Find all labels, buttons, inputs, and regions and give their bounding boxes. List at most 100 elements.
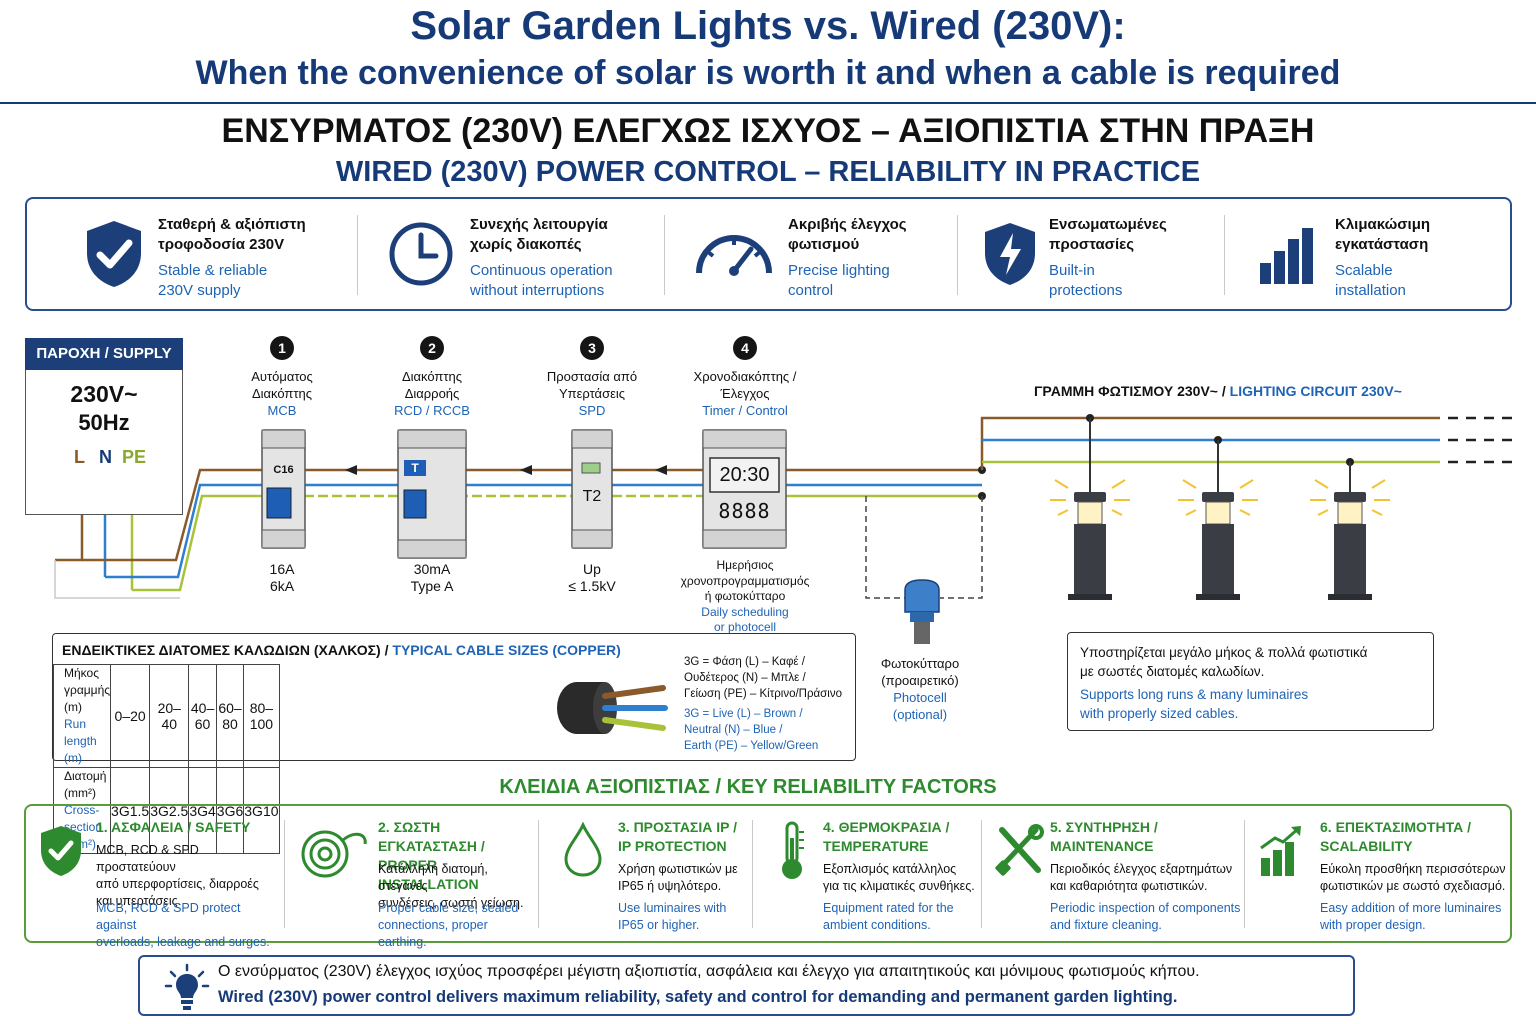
factor-divider — [284, 820, 285, 928]
bar-chart-icon — [1260, 228, 1313, 284]
wire-color-legend: 3G = Φάση (L) – Καφέ /Ουδέτερος (N) – Μπ… — [684, 656, 842, 752]
table-cell: 0–20 — [110, 664, 151, 768]
table-cell: 3G2.5 — [149, 767, 190, 854]
table-cell: 80–100 — [243, 664, 280, 768]
factor-title: 1. ΑΣΦΑΛΕΙΑ / SAFETY — [96, 819, 251, 835]
gauge-icon — [696, 235, 772, 276]
factor-scalability: 6. ΕΠΕΚΤΑΣΙΜΟΤΗΤΑ /SCALABILITY Εύκολη πρ… — [1245, 806, 1510, 941]
spd-device — [571, 429, 613, 549]
greek-heading: ΕΝΣΥΡΜΑΤΟΣ (230V) ΕΛΕΓΧΩΣ ΙΣΧΥΟΣ – ΑΞΙΟΠ… — [221, 112, 1315, 150]
row-header-length: Μήκος γραμμής (m)Run length (m) — [52, 664, 112, 768]
step-badge-2: 2 — [420, 336, 444, 360]
table-cell: 60–80 — [215, 664, 245, 768]
cable-illustration — [557, 682, 668, 734]
factor-temperature: 4. ΘΕΡΜΟΚΡΑΣΙΑ /TEMPERATURE Εξοπλισμός κ… — [753, 806, 981, 941]
mcb-face-label: C16 — [273, 464, 294, 476]
summary-banner: Ο ενσύρματος (230V) έλεγχος ισχύος προσφ… — [138, 955, 1355, 1016]
benefit-divider — [1224, 215, 1225, 295]
benefit-divider — [957, 215, 958, 295]
rcd-device — [397, 429, 467, 559]
factor-maintenance: 5. ΣΥΝΤΗΡΗΣΗ /MAINTENANCE Περιοδικός έλε… — [982, 806, 1244, 941]
spd-specs: Up≤ 1.5kV — [568, 561, 616, 594]
photocell-label: Φωτοκύτταρο(προαιρετικό) Photocell(optio… — [880, 656, 960, 722]
supply-frequency: 50Hz — [78, 410, 130, 435]
long-run-note-greek: Υποστηρίζεται μεγάλο μήκος & πολλά φωτισ… — [1080, 645, 1368, 679]
step-badge-3: 3 — [580, 336, 604, 360]
table-cell: 3G10 — [243, 767, 280, 854]
factor-title: 2. ΣΩΣΤΗ ΕΓΚΑΤΑΣΤΑΣΗ /PROPER INSTALLATIO… — [378, 819, 485, 892]
shield-check-icon — [87, 221, 141, 287]
live-label: L — [74, 447, 85, 467]
factor-installation: 2. ΣΩΣΤΗ ΕΓΚΑΤΑΣΤΑΣΗ /PROPER INSTALLATIO… — [285, 806, 538, 949]
earth-label: PE — [122, 447, 147, 467]
bollard-light — [1178, 479, 1258, 600]
cable-size-table: Μήκος γραμμής (m)Run length (m) 0–20 20–… — [52, 664, 280, 854]
sub-title: When the convenience of solar is worth i… — [195, 54, 1341, 92]
step-badge-4: 4 — [733, 336, 757, 360]
factors-panel: 1. ΑΣΦΑΛΕΙΑ / SAFETY MCB, RCD & SPD προσ… — [24, 804, 1512, 949]
supply-voltage: 230V~ — [70, 381, 138, 407]
factor-title: 3. ΠΡΟΣΤΑΣΙΑ IP /IP PROTECTION — [618, 819, 737, 854]
factor-ip-protection: 3. ΠΡΟΣΤΑΣΙΑ IP /IP PROTECTION Χρήση φωτ… — [539, 806, 752, 941]
lightbulb-icon — [164, 963, 210, 1010]
table-cell: 40–60 — [188, 664, 217, 768]
cable-table-title: ΕΝΔΕΙΚΤΙΚΕΣ ΔΙΑΤΟΜΕΣ ΚΑΛΩΔΙΩΝ (ΧΑΛΚΟΣ) /… — [62, 642, 621, 658]
supply-header: ΠΑΡΟΧΗ / SUPPLY — [25, 338, 183, 370]
factor-title: 6. ΕΠΕΚΤΑΣΙΜΟΤΗΤΑ /SCALABILITY — [1320, 819, 1471, 854]
factors-title: ΚΛΕΙΔΙΑ ΑΞΙΟΠΙΣΤΙΑΣ / KEY RELIABILITY FA… — [499, 776, 997, 798]
table-cell: 20–40 — [149, 664, 190, 768]
neutral-label: N — [99, 447, 112, 467]
benefit-divider — [357, 215, 358, 295]
photocell-sensor — [904, 579, 940, 644]
thermometer-icon — [782, 821, 804, 879]
rcd-test-button: T — [411, 461, 419, 475]
factor-divider — [752, 820, 753, 928]
step-badge-1: 1 — [270, 336, 294, 360]
header-divider — [0, 102, 1536, 104]
tools-icon — [995, 824, 1044, 876]
timer-device — [702, 429, 787, 549]
shield-check-icon — [41, 826, 81, 876]
table-cell: 3G4 — [188, 767, 217, 854]
summary-greek: Ο ενσύρματος (230V) έλεγχος ισχύος προσφ… — [218, 963, 1200, 980]
cable-coil-icon — [301, 830, 367, 878]
factor-title: 5. ΣΥΝΤΗΡΗΣΗ /MAINTENANCE — [1050, 819, 1158, 854]
factor-safety: 1. ΑΣΦΑΛΕΙΑ / SAFETY MCB, RCD & SPD προσ… — [26, 806, 284, 949]
main-bus-wires — [262, 465, 986, 500]
timer-display: 20:30 — [719, 464, 770, 486]
benefit-divider — [664, 215, 665, 295]
lighting-circuit-wires — [865, 414, 1512, 599]
bollard-light — [1050, 479, 1130, 600]
